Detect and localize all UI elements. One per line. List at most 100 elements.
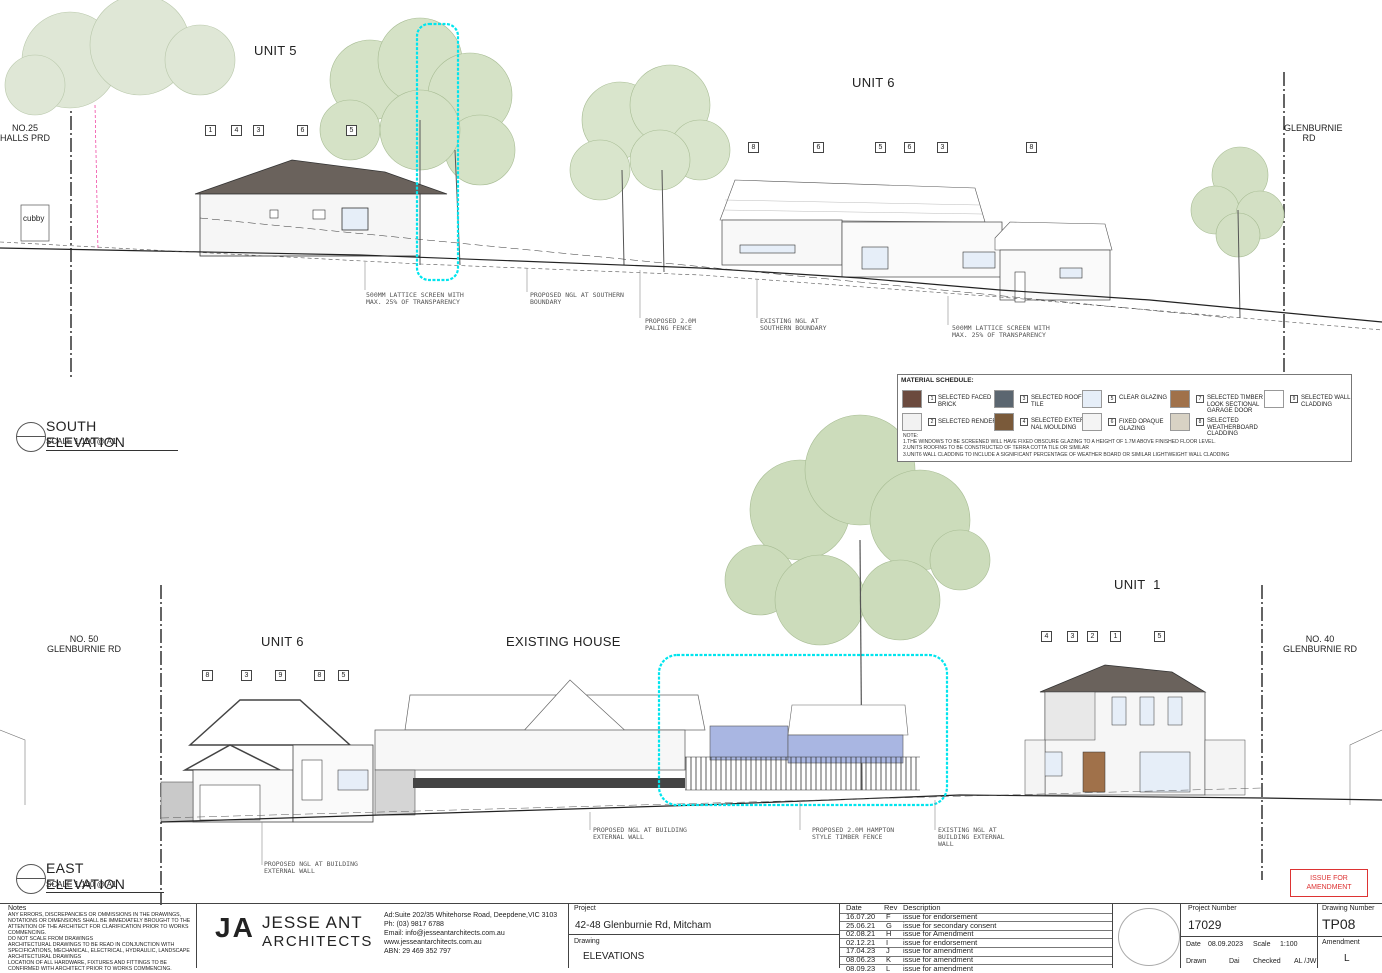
revision-date: 02.12.21 — [846, 937, 876, 947]
south-ngl — [0, 247, 1382, 323]
ms-num-3: 3 — [1020, 395, 1028, 403]
note-lattice-unit5: 500MM LATTICE SCREEN WITH MAX. 25% OF TR… — [366, 291, 464, 306]
tag-e1-2: 2 — [1087, 631, 1098, 642]
swatch-clear-glazing — [1082, 390, 1102, 408]
note-1: ANY ERRORS, DISCREPANCIES OR OMMISSIONS … — [8, 912, 191, 936]
ms-num-9: 9 — [1290, 395, 1298, 403]
note-2: DO NOT SCALE FROM DRAWINGS — [8, 936, 94, 942]
amendment-value: L — [1344, 953, 1350, 964]
tag-u5-3: 3 — [253, 125, 264, 136]
note-ngl-building: PROPOSED NGL AT BUILDING EXTERNAL WALL — [593, 826, 687, 841]
tag-u6-8b: 8 — [1026, 142, 1037, 153]
note-existing-ngl-building: EXISTING NGL AT BUILDING EXTERNAL WALL — [938, 826, 1005, 848]
tag-u5-5: 5 — [346, 125, 357, 136]
south-highlight — [415, 22, 460, 282]
revision-rev: G — [886, 920, 892, 930]
drawn-value: Dai — [1229, 958, 1240, 965]
logo-mark: JA — [215, 912, 255, 943]
checked-value: AL /JW — [1294, 958, 1317, 965]
rev-header-rev: Rev — [884, 903, 898, 912]
note-3: ARCHITECTURAL DRAWINGS TO BE READ IN CON… — [8, 942, 190, 960]
revision-date: 17.04.23 — [846, 946, 876, 956]
revision-description: issue for amendment — [903, 946, 974, 956]
project-label: Project — [574, 905, 596, 912]
contact-website: www.jesseantarchitects.com.au — [384, 939, 482, 946]
drawing-number: TP08 — [1322, 916, 1356, 932]
tag-e6-8b: 8 — [314, 670, 325, 681]
tag-e6-8a: 8 — [202, 670, 213, 681]
revision-date: 08.06.23 — [846, 955, 876, 964]
firm-name-line1: JESSE ANT — [262, 913, 363, 932]
contact-abn: ABN: 29 469 352 797 — [384, 948, 451, 955]
east-elevation-symbol — [16, 864, 46, 894]
swatch-render — [902, 413, 922, 431]
contact-phone: Ph: (03) 9817 6788 — [384, 921, 444, 928]
tag-e6-9: 9 — [275, 670, 286, 681]
material-note-2: 2.UNITS ROOFING TO BE CONSTRUCTED OF TER… — [903, 445, 1089, 452]
title-block: Notes ANY ERRORS, DISCREPANCIES OR OMMIS… — [0, 903, 1382, 972]
project-number-label: Project Number — [1188, 905, 1237, 912]
divider — [196, 904, 197, 968]
revision-rev: J — [886, 946, 890, 956]
ms-num-8: 8 — [1196, 418, 1204, 426]
tag-u5-1: 1 — [205, 125, 216, 136]
drawing-value: ELEVATIONS — [583, 951, 645, 962]
south-elevation-title: SOUTH ELEVATION — [46, 418, 178, 451]
revision-rev: L — [886, 963, 891, 973]
south-elevation-scale: SCALE 1:100 @ A1 — [46, 437, 117, 446]
swatch-opaque-glazing — [1082, 413, 1102, 431]
issue-for-amendment-stamp: ISSUE FOR AMENDMENT — [1290, 869, 1368, 897]
revision-row-line — [840, 955, 1112, 957]
unit6-label: UNIT 6 — [852, 75, 895, 90]
material-note-1: 1.THE WINDOWS TO BE SCREENED WILL HAVE F… — [903, 439, 1216, 446]
revision-date: 16.07.20 — [846, 912, 876, 921]
no50-address: NO. 50 GLENBURNIE RD — [46, 634, 121, 654]
tree-middle — [569, 64, 731, 201]
ms-num-7: 7 — [1196, 395, 1204, 403]
contact-email: Email: info@jesseantarchitects.com.au — [384, 930, 505, 937]
tag-u6-6b: 6 — [904, 142, 915, 153]
note-ngl-south: PROPOSED NGL AT SOUTHERN BOUNDARY — [530, 291, 624, 306]
revision-rev: K — [886, 955, 892, 964]
revision-description: issue for secondary consent — [903, 920, 997, 930]
notes-head: Notes — [8, 905, 27, 912]
ms-label-4: SELECTED EXTER- NAL MOULDING — [1031, 418, 1087, 431]
tag-u5-6: 6 — [297, 125, 308, 136]
ms-label-1: SELECTED FACED BRICK — [938, 395, 992, 408]
revision-date: 02.08.21 — [846, 929, 876, 939]
checked-label: Checked — [1253, 958, 1281, 965]
divider — [569, 934, 839, 935]
rev-header-description: Description — [903, 903, 941, 912]
drawing-label: Drawing — [574, 938, 600, 945]
unit5-label: UNIT 5 — [254, 43, 297, 58]
revision-rev: F — [886, 912, 891, 921]
swatch-weatherboard — [1170, 413, 1190, 431]
ms-num-6: 6 — [1108, 418, 1116, 426]
tag-e1-5: 5 — [1154, 631, 1165, 642]
title-notes: Notes ANY ERRORS, DISCREPANCIES OR OMMIS… — [8, 905, 193, 972]
divider — [568, 904, 569, 968]
note-hampton-fence: PROPOSED 2.0M HAMPTON STYLE TIMBER FENCE — [812, 826, 895, 841]
project-value: 42-48 Glenburnie Rd, Mitcham — [575, 920, 712, 931]
scale-label: Scale — [1253, 941, 1271, 948]
south-elevation-symbol — [16, 422, 46, 452]
material-note-3: 3.UNIT6 WALL CLADDING TO INCLUDE A SIGNI… — [903, 451, 1230, 458]
material-notes-head: NOTE: — [903, 433, 919, 439]
divider — [1180, 904, 1181, 968]
swatch-moulding — [994, 413, 1014, 431]
note-paling-fence: PROPOSED 2.0M PALING FENCE — [645, 317, 696, 332]
ms-num-2: 2 — [928, 418, 936, 426]
revision-date: 25.06.21 — [846, 920, 876, 930]
revision-description: issue for amendment — [903, 955, 974, 964]
tree-left-pale — [4, 0, 236, 116]
note-ngl-building-2: PROPOSED NGL AT BUILDING EXTERNAL WALL — [264, 860, 358, 875]
east-elevation-scale: SCALE 1:100 @ A1 — [46, 880, 117, 889]
tag-e6-5: 5 — [338, 670, 349, 681]
revision-description: issue for endorsement — [903, 912, 978, 921]
firm-name-line2: ARCHITECTS — [262, 933, 373, 950]
east-elevation-title: EAST ELEVATION — [46, 860, 164, 893]
east-elevation-drawing — [0, 414, 1382, 905]
firm-contact: Ad:Suite 202/35 Whitehorse Road, Deepden… — [384, 911, 557, 956]
scale-value: 1:100 — [1280, 941, 1298, 948]
